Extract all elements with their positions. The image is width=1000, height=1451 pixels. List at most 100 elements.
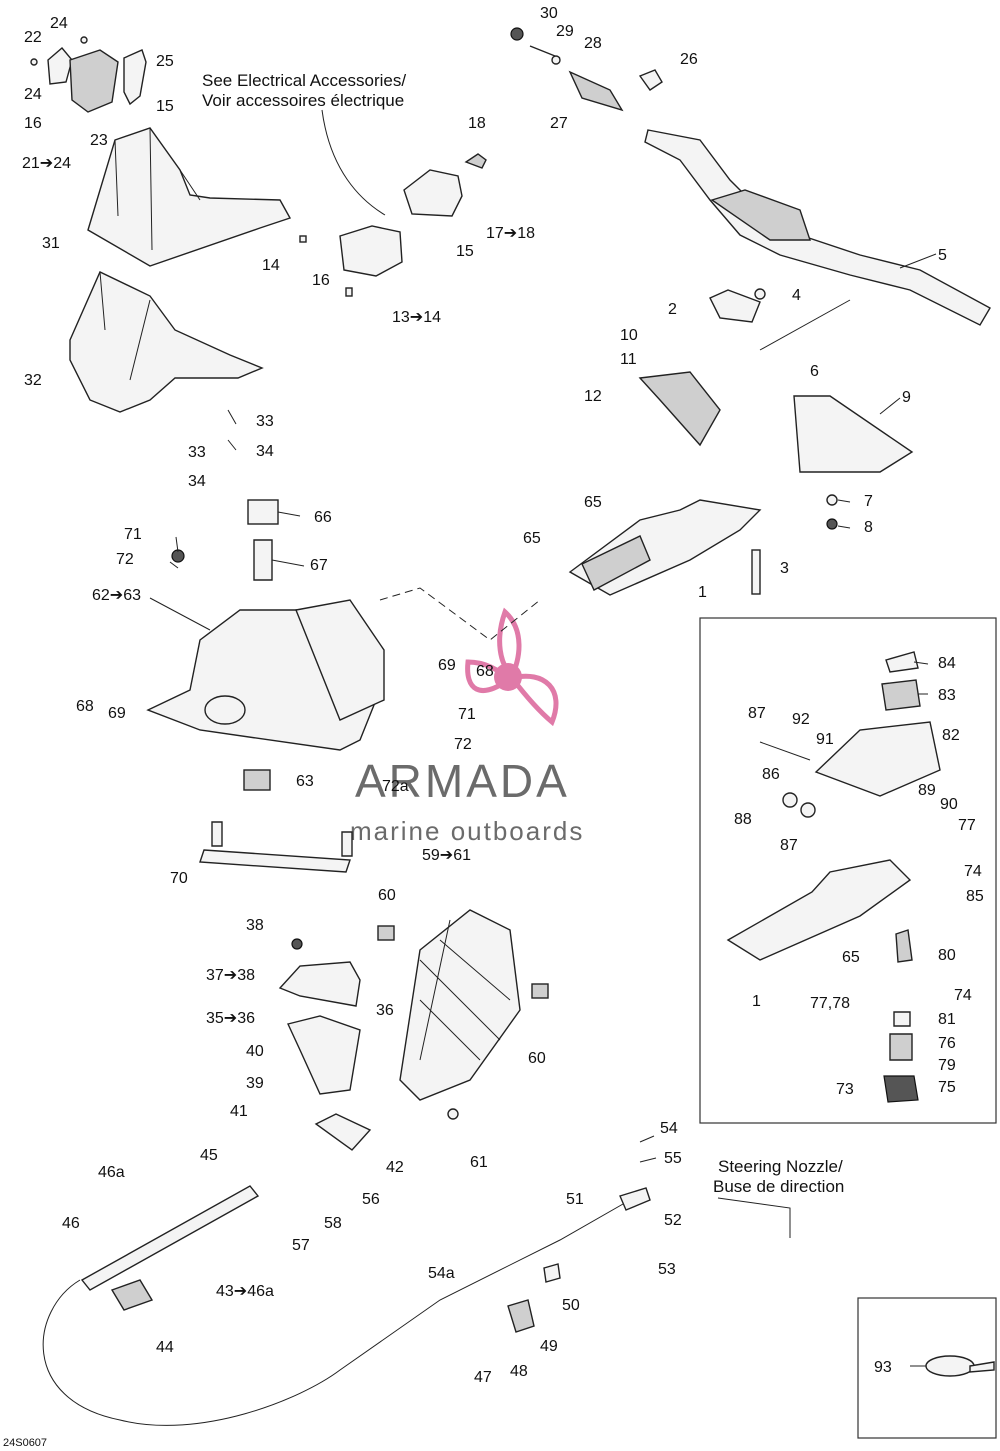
callout-87: 87 (780, 837, 798, 854)
cable-tie-inset (857, 1297, 997, 1439)
steering-note-line2: Buse de direction (713, 1177, 844, 1196)
callout-28: 28 (584, 35, 602, 52)
diagram-reference: 24S0607 (3, 1437, 47, 1449)
callout-81: 81 (938, 1011, 956, 1028)
callout-40: 40 (246, 1043, 264, 1060)
callout-42: 42 (386, 1159, 404, 1176)
callout-34: 34 (256, 443, 274, 460)
callout-36: 36 (376, 1002, 394, 1019)
callout-13: 13➔14 (392, 309, 441, 326)
callout-52: 52 (664, 1212, 682, 1229)
callout-29: 29 (556, 23, 574, 40)
brand-tagline: marine outboards (350, 816, 584, 846)
callout-8: 8 (864, 519, 873, 536)
callout-79: 79 (938, 1057, 956, 1074)
callout-91: 91 (816, 731, 834, 748)
callout-9: 9 (902, 389, 911, 406)
callout-82: 82 (942, 727, 960, 744)
callout-24: 24 (24, 86, 42, 103)
callout-46: 46 (62, 1215, 80, 1232)
callout-14: 14 (262, 257, 280, 274)
callout-44: 44 (156, 1339, 174, 1356)
callout-70: 70 (170, 870, 188, 887)
callout-73: 73 (836, 1081, 854, 1098)
callout-labels: 24 22 25 24 15 16 23 21➔24 31 32 33 33 3… (22, 5, 984, 1386)
callout-10: 10 (620, 327, 638, 344)
callout-46a: 46a (98, 1164, 125, 1181)
callout-30: 30 (540, 5, 558, 22)
callout-92: 92 (792, 711, 810, 728)
callout-59: 59➔61 (422, 847, 471, 864)
callout-71: 71 (458, 706, 476, 723)
callout-54a: 54a (428, 1265, 455, 1282)
callout-23: 23 (90, 132, 108, 149)
callout-90: 90 (940, 796, 958, 813)
callout-74: 74 (964, 863, 982, 880)
callout-58: 58 (324, 1215, 342, 1232)
callout-61: 61 (470, 1154, 488, 1171)
callout-43: 43➔46a (216, 1283, 274, 1300)
callout-26: 26 (680, 51, 698, 68)
inset-alternate-parts (726, 651, 941, 1103)
callout-16: 16 (24, 115, 42, 132)
callout-88: 88 (734, 811, 752, 828)
callout-86: 86 (762, 766, 780, 783)
callout-68: 68 (76, 698, 94, 715)
callout-1: 1 (752, 993, 761, 1010)
callout-62: 62➔63 (92, 587, 141, 604)
callout-54: 54 (660, 1120, 678, 1137)
steering-support-parts (146, 499, 541, 873)
callout-74: 74 (954, 987, 972, 1004)
steering-note-line1: Steering Nozzle/ (718, 1157, 843, 1176)
callout-34: 34 (188, 473, 206, 490)
callout-72a: 72a (382, 778, 409, 795)
callout-18: 18 (468, 115, 486, 132)
callout-6: 6 (810, 363, 819, 380)
callout-83: 83 (938, 687, 956, 704)
brand-name: ARMADA (355, 755, 570, 807)
callout-80: 80 (938, 947, 956, 964)
callout-11: 11 (620, 351, 637, 368)
callout-71: 71 (124, 526, 142, 543)
alternate-assembly-inset (699, 617, 997, 1124)
callout-89: 89 (918, 782, 936, 799)
callout-4: 4 (792, 287, 801, 304)
callout-68: 68 (476, 663, 494, 680)
callout-1: 1 (698, 584, 707, 601)
callout-72: 72 (116, 551, 134, 568)
callout-39: 39 (246, 1075, 264, 1092)
callout-60: 60 (378, 887, 396, 904)
callout-2: 2 (668, 301, 677, 318)
callout-65: 65 (842, 949, 860, 966)
callout-38: 38 (246, 917, 264, 934)
callout-33: 33 (188, 444, 206, 461)
callout-16: 16 (312, 272, 330, 289)
callout-5: 5 (938, 247, 947, 264)
callout-27: 27 (550, 115, 568, 132)
callout-15: 15 (156, 98, 174, 115)
callout-49: 49 (540, 1338, 558, 1355)
callout-65: 65 (523, 530, 541, 547)
callout-69: 69 (108, 705, 126, 722)
callout-35: 35➔36 (206, 1010, 255, 1027)
callout-31: 31 (42, 235, 60, 252)
callout-33: 33 (256, 413, 274, 430)
callout-25: 25 (156, 53, 174, 70)
callout-67: 67 (310, 557, 328, 574)
cable-support-parts (42, 909, 791, 1426)
callout-87: 87 (748, 705, 766, 722)
callout-22: 22 (24, 29, 42, 46)
callout-56: 56 (362, 1191, 380, 1208)
electrical-note-line1: See Electrical Accessories/ (202, 71, 406, 90)
callout-32: 32 (24, 372, 42, 389)
callout-50: 50 (562, 1297, 580, 1314)
callout-57: 57 (292, 1237, 310, 1254)
callout-17: 17➔18 (486, 225, 535, 242)
callout-63: 63 (296, 773, 314, 790)
callout-55: 55 (664, 1150, 682, 1167)
callout-21: 21➔24 (22, 155, 71, 172)
callout-12: 12 (584, 388, 602, 405)
callout-45: 45 (200, 1147, 218, 1164)
leader-lines (149, 253, 937, 1367)
